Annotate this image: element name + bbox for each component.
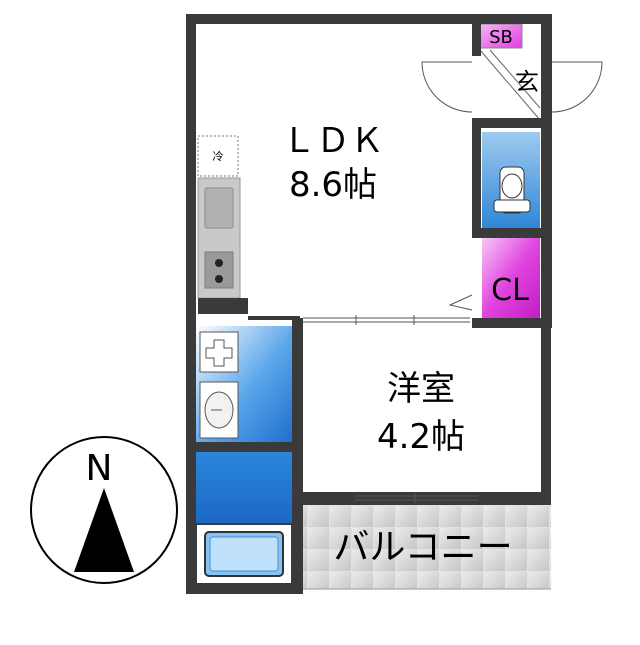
kitchen-counter xyxy=(197,177,248,314)
bathroom xyxy=(195,452,293,585)
walls xyxy=(186,14,552,594)
western-room-name: 洋室 xyxy=(387,369,455,409)
ldk-floor xyxy=(196,24,472,320)
western-room-size: 4.2帖 xyxy=(377,417,465,457)
ldk-name: ＬＤＫ xyxy=(282,121,384,161)
door-swings xyxy=(421,61,603,311)
fridge-space xyxy=(197,135,239,177)
sliding-doors xyxy=(303,315,478,503)
balcony xyxy=(303,505,551,590)
entrance xyxy=(479,49,542,121)
fridge-label: 冷 xyxy=(213,150,224,163)
western-room-floor xyxy=(303,326,541,493)
closet xyxy=(482,238,540,318)
shoe-box xyxy=(479,23,523,49)
ldk-size: 8.6帖 xyxy=(289,165,377,205)
shoe-box-label: SB xyxy=(489,27,513,48)
toilet xyxy=(482,132,540,228)
closet-label: CL xyxy=(491,273,529,308)
entrance-label: 玄 xyxy=(515,68,539,96)
compass xyxy=(30,436,178,584)
balcony-label: バルコニー xyxy=(333,527,512,568)
north-arrow-icon xyxy=(74,488,134,572)
north-label: N xyxy=(86,448,113,489)
washroom xyxy=(196,326,292,442)
